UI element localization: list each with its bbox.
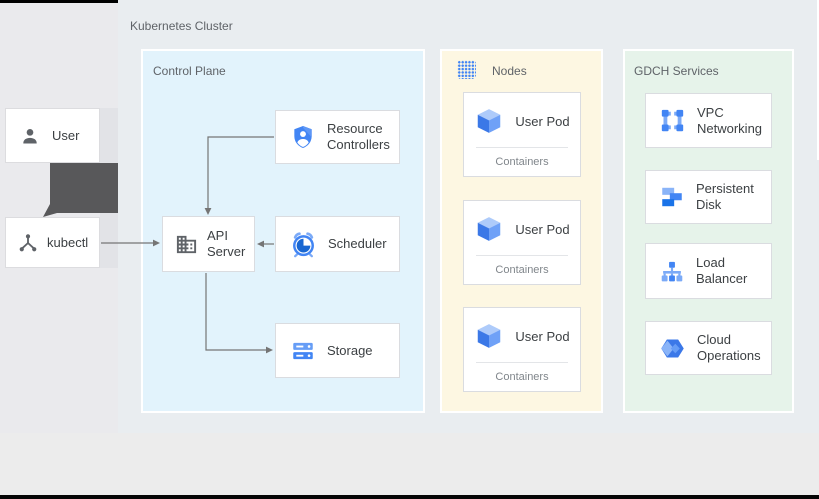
user-pod-icon [478, 217, 501, 241]
user-box: User [5, 108, 100, 163]
user-pod-icon [478, 109, 501, 133]
control-plane-label: Control Plane [153, 64, 226, 78]
api-server-icon [176, 235, 197, 253]
load-balancer-box: Load Balancer [645, 243, 772, 299]
user-pod-icon [478, 324, 501, 348]
lb-line2: Balancer [696, 271, 748, 286]
kubectl-icon [19, 233, 37, 251]
co-line1: Cloud [697, 332, 731, 348]
user-pod-box: User Pod Containers [463, 307, 581, 392]
resource-controllers-line2: Controllers [327, 137, 390, 152]
gdch-services-label: GDCH Services [634, 64, 719, 78]
user-pod-box: User Pod Containers [463, 92, 581, 177]
storage-label: Storage [327, 342, 373, 358]
user-pod-label: User Pod [515, 328, 570, 344]
pd-line2: Disk [696, 197, 722, 212]
pod-divider [476, 362, 568, 363]
user-pod-label: User Pod [515, 113, 570, 129]
containers-label: Containers [495, 156, 549, 168]
user-label: User [52, 127, 80, 143]
scheduler-label: Scheduler [328, 236, 387, 252]
nodes-label: Nodes [492, 64, 527, 78]
api-server-line2: Server [207, 244, 246, 259]
load-balancer-icon [661, 261, 683, 282]
user-pod-row: User Pod [474, 214, 570, 244]
cloud-operations-box: Cloud Operations [645, 321, 772, 375]
sidebar-shadow-strip [100, 108, 118, 268]
cluster-label: Kubernetes Cluster [130, 19, 233, 33]
pod-divider [476, 147, 568, 148]
persistent-disk-icon [662, 187, 682, 207]
vpc-line1: VPC [697, 104, 724, 120]
persistent-disk-label: Persistent Disk [696, 181, 754, 213]
vpc-line2: Networking [697, 120, 763, 136]
user-pod-row: User Pod [474, 106, 570, 136]
persistent-disk-box: Persistent Disk [645, 170, 772, 224]
pod-divider [476, 255, 568, 256]
bottom-black-bar [0, 495, 819, 499]
storage-icon [293, 342, 313, 359]
vpc-networking-box: VPC Networking [645, 93, 772, 148]
cloud-operations-icon [661, 339, 684, 357]
kubectl-label: kubectl [47, 234, 89, 250]
right-white-edge [817, 0, 819, 160]
vpc-networking-icon [661, 109, 684, 132]
user-pod-label: User Pod [515, 221, 570, 237]
user-pod-box: User Pod Containers [463, 200, 581, 285]
api-server-label: API Server [207, 228, 245, 260]
vpc-networking-label: VPC Networking [697, 105, 762, 137]
user-pod-row: User Pod [474, 321, 570, 351]
kubectl-box: kubectl [5, 217, 100, 268]
user-icon [23, 128, 37, 143]
scheduler-box: Scheduler [275, 216, 400, 272]
resource-controllers-label: Resource Controllers [327, 121, 390, 153]
co-line2: Operations [697, 348, 761, 363]
top-black-bar [0, 0, 118, 3]
cloud-operations-label: Cloud Operations [697, 332, 761, 364]
api-server-line1: API [207, 228, 228, 244]
containers-label: Containers [495, 371, 549, 383]
resource-controllers-box: Resource Controllers [275, 110, 400, 164]
api-server-box: API Server [162, 216, 255, 272]
lb-line1: Load [696, 255, 725, 271]
scheduler-icon [293, 231, 314, 257]
storage-box: Storage [275, 323, 400, 378]
containers-label: Containers [495, 264, 549, 276]
pd-line1: Persistent [696, 181, 754, 197]
bottom-gray-strip [0, 433, 819, 495]
load-balancer-label: Load Balancer [696, 255, 747, 287]
resource-controllers-line1: Resource [327, 121, 383, 137]
resource-controllers-icon [294, 125, 312, 149]
nodes-icon [457, 60, 476, 79]
